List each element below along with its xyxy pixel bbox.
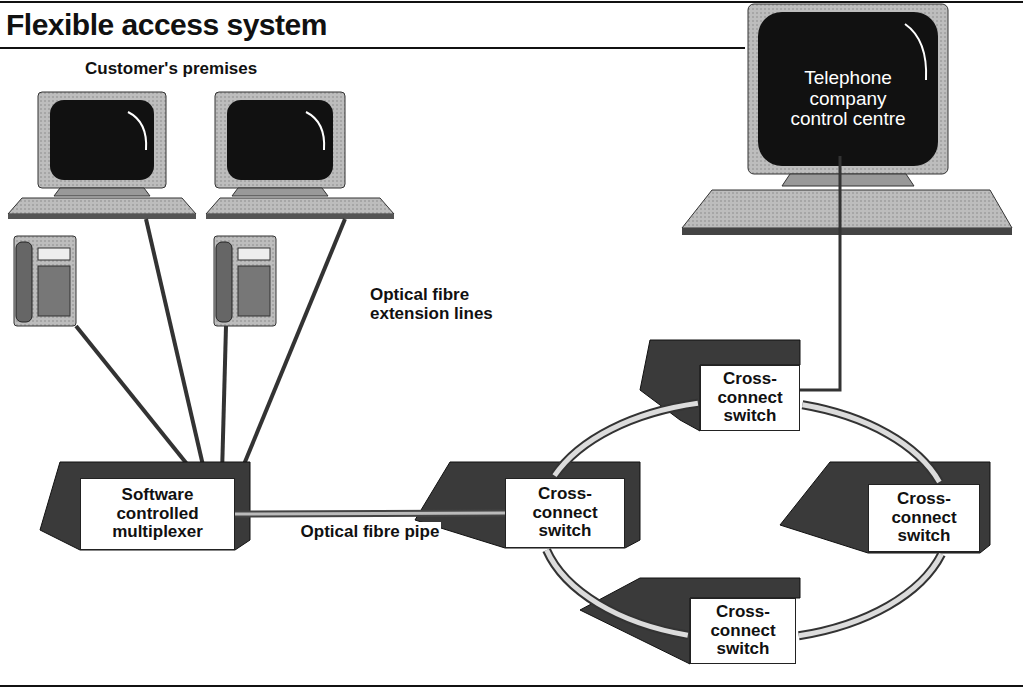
node-text: Software controlled multiplexer — [87, 486, 228, 541]
line-label: Optical fibre extension lines — [370, 286, 510, 323]
connector — [235, 513, 505, 514]
equipment-block — [40, 340, 990, 664]
extension-line — [76, 219, 345, 474]
node-text: Cross-connect switch — [875, 490, 973, 545]
switch-label: Cross-connect switch — [505, 478, 625, 548]
computer — [206, 92, 394, 219]
connector-core — [547, 550, 688, 635]
edge-label: Optical fibre pipe — [299, 522, 442, 542]
switch-label: Cross-connect switch — [868, 484, 980, 552]
telephone — [214, 236, 276, 326]
connector — [802, 405, 939, 482]
switch-label: Cross-connect switch — [700, 365, 800, 431]
node-text: Cross-connect switch — [707, 370, 793, 425]
connector — [799, 554, 942, 636]
connector-core — [799, 554, 942, 636]
area-label: Customer's premises — [85, 60, 257, 79]
node-text: Telephone company control centre — [780, 68, 916, 131]
multiplexer-label: Software controlled multiplexer — [80, 478, 235, 550]
connector — [555, 403, 698, 476]
connector — [800, 156, 840, 390]
control-monitor — [682, 4, 1012, 235]
computer — [8, 92, 196, 219]
node-text: Cross-connect switch — [697, 603, 789, 658]
switch-label: Cross-connect switch — [690, 598, 796, 664]
connector — [547, 550, 688, 635]
telephone — [14, 236, 76, 326]
title: Flexible access system — [6, 8, 327, 42]
control-centre-screen: Telephone company control centre — [778, 44, 918, 154]
node-text: Cross-connect switch — [512, 485, 618, 540]
connector-core — [235, 513, 505, 514]
connector-core — [802, 405, 939, 482]
connector-core — [555, 403, 698, 476]
